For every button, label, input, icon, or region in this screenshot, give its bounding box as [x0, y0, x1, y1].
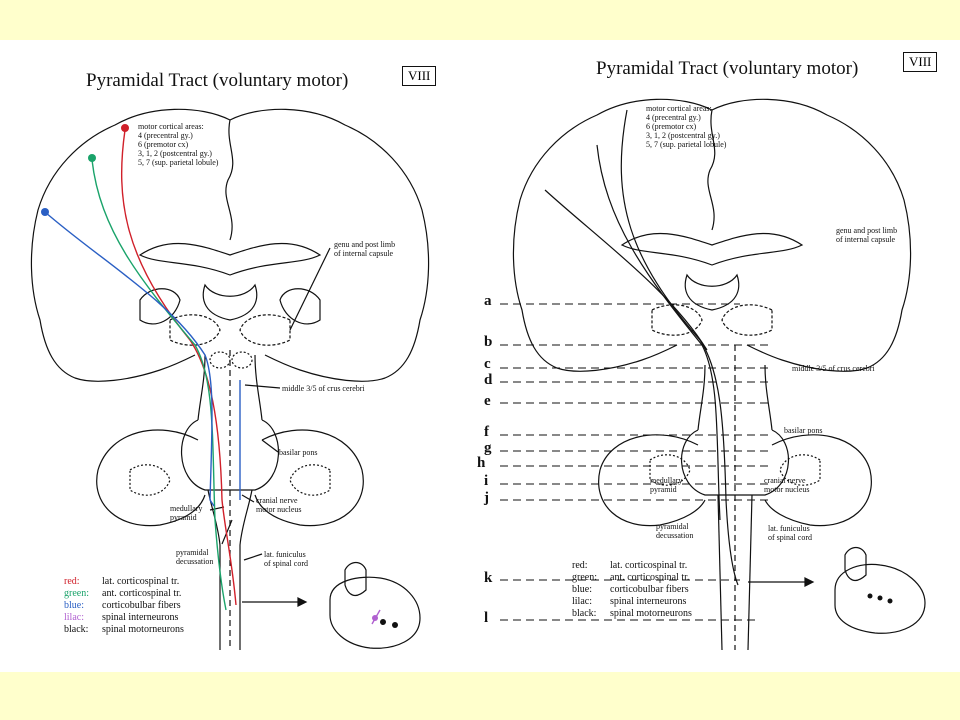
right-cortical-label: motor cortical areas: 4 (precentral gy.)… [646, 104, 727, 149]
legend-key: blue: [64, 600, 84, 611]
level-letter: b [484, 334, 493, 350]
left-cortical-label: motor cortical areas: 4 (precentral gy.)… [138, 122, 219, 167]
legend-row: green: ant. corticospinal tr. [64, 588, 184, 600]
legend-value: ant. corticospinal tr. [610, 572, 690, 583]
legend-value: spinal interneurons [610, 596, 687, 607]
legend-row: green: ant. corticospinal tr. [572, 572, 692, 584]
legend-row: lilac: spinal interneurons [64, 612, 184, 624]
right-medullary-pyramid-label: medullary pyramid [650, 476, 683, 494]
legend-row: blue: corticobulbar fibers [64, 600, 184, 612]
left-cranial-nerve-label: cranial nerve motor nucleus [256, 496, 302, 514]
left-basilar-pons-label: basilar pons [279, 448, 318, 457]
right-plate-number: VIII [903, 52, 938, 72]
level-letter: a [484, 293, 492, 309]
left-internal-capsule-label: genu and post limb of internal capsule [334, 240, 396, 258]
right-brain-drawing [500, 98, 926, 651]
legend-value: spinal interneurons [102, 612, 179, 623]
right-cranial-nerve-label: cranial nerve motor nucleus [764, 476, 810, 494]
legend-value: lat. corticospinal tr. [610, 560, 688, 571]
level-letter: h [477, 455, 486, 471]
left-legend: red: lat. corticospinal tr. green: ant. co… [64, 576, 184, 636]
legend-key: black: [64, 624, 89, 635]
right-internal-capsule-label: genu and post limb of internal capsule [836, 226, 898, 244]
legend-row: black: spinal motorneurons [572, 608, 692, 620]
level-letter: g [484, 440, 492, 456]
legend-value: ant. corticospinal tr. [102, 588, 182, 599]
legend-value: lat. corticospinal tr. [102, 576, 180, 587]
legend-value: corticobulbar fibers [102, 600, 181, 611]
level-letter: j [484, 490, 489, 506]
left-plate-number: VIII [402, 66, 437, 86]
right-title: Pyramidal Tract (voluntary motor) [596, 58, 859, 79]
legend-value: spinal motorneurons [102, 624, 184, 635]
right-lat-funiculus-label: lat. funiculus of spinal cord [768, 524, 812, 542]
legend-key: red: [572, 560, 588, 571]
legend-value: spinal motorneurons [610, 608, 692, 619]
level-letter: f [484, 424, 489, 440]
left-lat-funiculus-label: lat. funiculus of spinal cord [264, 550, 308, 568]
legend-row: red: lat. corticospinal tr. [572, 560, 692, 572]
level-letter: c [484, 356, 491, 372]
left-medullary-pyramid-label: medullary pyramid [170, 504, 203, 522]
right-crus-label: middle 3/5 of crus cerebri [792, 364, 875, 373]
legend-key: blue: [572, 584, 592, 595]
right-decussation-label: pyramidal decussation [656, 522, 694, 540]
left-neuron-cells [41, 124, 398, 628]
legend-key: black: [572, 608, 597, 619]
legend-value: corticobulbar fibers [610, 584, 689, 595]
legend-row: blue: corticobulbar fibers [572, 584, 692, 596]
legend-row: lilac: spinal interneurons [572, 596, 692, 608]
level-letter: l [484, 610, 489, 626]
legend-key: lilac: [572, 596, 592, 607]
legend-key: red: [64, 576, 80, 587]
right-legend: red: lat. corticospinal tr. green: ant. co… [572, 560, 692, 620]
right-basilar-pons-label: basilar pons [784, 426, 823, 435]
left-title: Pyramidal Tract (voluntary motor) [86, 70, 349, 91]
level-letter: e [484, 393, 491, 409]
left-decussation-label: pyramidal decussation [176, 548, 214, 566]
left-brain-drawing [30, 108, 430, 650]
legend-row: red: lat. corticospinal tr. [64, 576, 184, 588]
left-tracts [44, 129, 381, 625]
legend-key: green: [64, 588, 89, 599]
level-letter: d [484, 372, 493, 388]
legend-key: green: [572, 572, 597, 583]
level-letter: k [484, 570, 493, 586]
legend-row: black: spinal motorneurons [64, 624, 184, 636]
left-crus-label: middle 3/5 of crus cerebri [282, 384, 365, 393]
level-letter: i [484, 473, 489, 489]
legend-key: lilac: [64, 612, 84, 623]
